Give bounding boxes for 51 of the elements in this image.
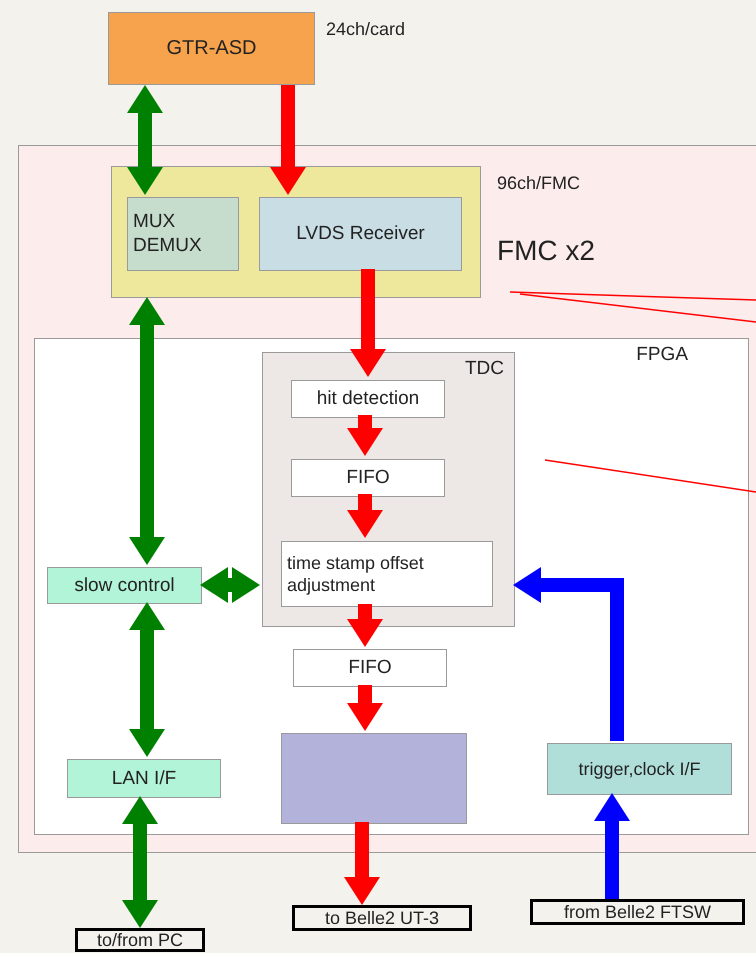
block-box — [547, 743, 732, 795]
flow-label — [292, 905, 472, 931]
block-label: LVDS Receiver — [296, 222, 425, 246]
leader-line — [520, 293, 756, 323]
block-box — [281, 541, 493, 607]
block-box — [18, 145, 756, 853]
block-label: MUX DEMUX — [133, 210, 203, 258]
block-label: GTR-ASD — [166, 36, 256, 61]
arrow — [122, 796, 158, 928]
leader-line — [544, 459, 756, 493]
block-box — [127, 197, 239, 271]
arrow — [127, 85, 163, 195]
block-box — [291, 380, 445, 418]
annotation-text: 96ch/FMC — [497, 173, 580, 194]
block-label: time stamp offset adjustment — [287, 552, 425, 596]
block-label: hit detection — [316, 387, 420, 411]
block-label: trigger,clock I/F — [578, 758, 701, 780]
group-title: FPGA — [636, 343, 688, 367]
arrow — [129, 297, 165, 565]
block-box — [47, 567, 202, 604]
flow-label — [75, 928, 205, 952]
arrow — [129, 602, 165, 757]
arrow — [347, 494, 383, 538]
arrow — [200, 567, 260, 603]
block-label: to/from PC — [96, 928, 184, 952]
group-panel — [262, 352, 515, 627]
block-label: LAN I/F — [112, 766, 176, 790]
flow-label — [530, 899, 745, 925]
block-box — [291, 459, 445, 497]
block-label: FIFO — [348, 656, 392, 680]
arrow — [350, 269, 386, 377]
block-label: slow control — [74, 574, 175, 598]
block-label: to Belle2 UT-3 — [324, 906, 440, 930]
group-panel — [34, 338, 749, 835]
leader-line — [510, 291, 756, 301]
block-label: FIFO — [346, 466, 390, 490]
group-title: TDC — [464, 357, 504, 381]
block-box — [67, 759, 221, 798]
arrow — [347, 415, 383, 456]
annotation-text: 24ch/card — [326, 19, 406, 40]
arrow — [513, 567, 624, 741]
annotation-text: FMC x2 — [497, 235, 595, 267]
arrow — [594, 793, 630, 899]
arrow — [347, 604, 383, 647]
arrow — [347, 685, 383, 731]
arrow — [344, 822, 380, 905]
block-label: from Belle2 FTSW — [564, 900, 712, 924]
block-box — [293, 649, 447, 687]
arrow — [270, 85, 306, 195]
block-box — [281, 733, 467, 824]
block-box — [259, 197, 462, 271]
